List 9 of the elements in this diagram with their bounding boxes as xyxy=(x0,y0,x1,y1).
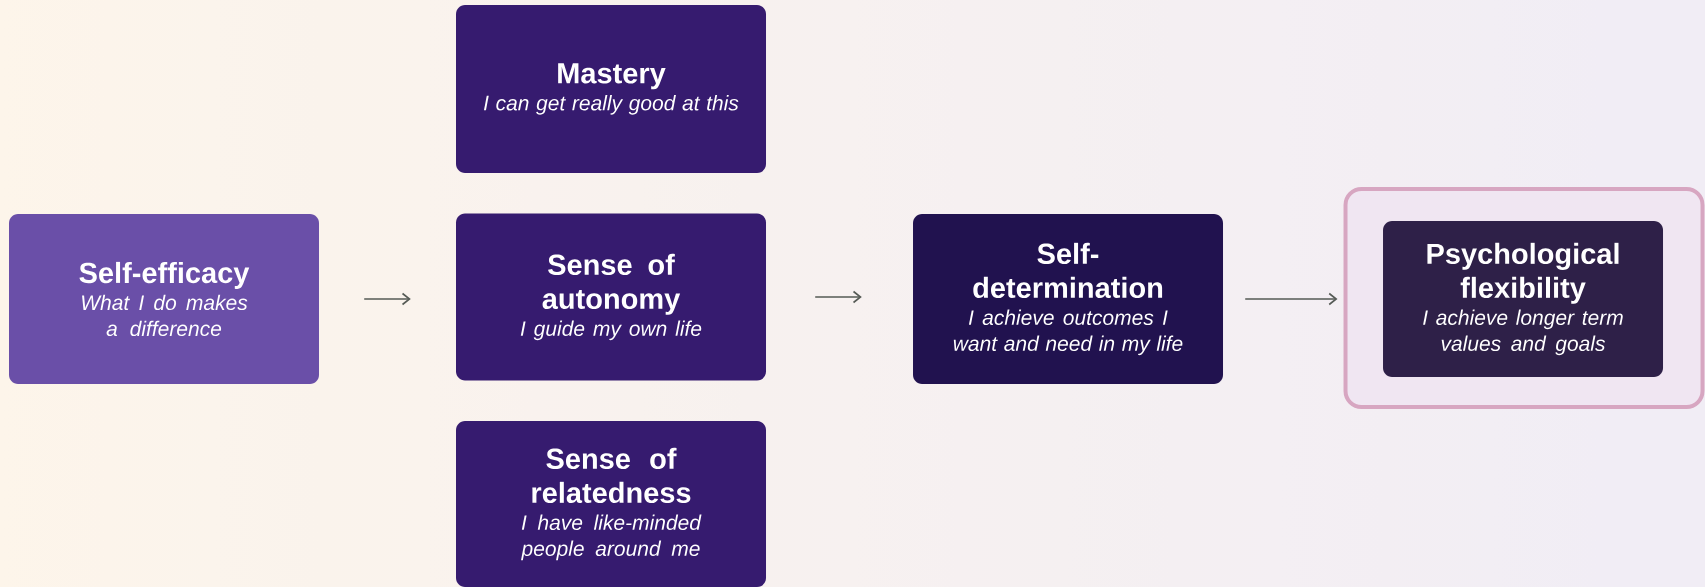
concept-box: Psychological flexibility I achieve longer term values and goals xyxy=(1383,221,1663,377)
concept-box: Self-efficacy What I do makes a difference xyxy=(9,214,319,384)
arrow xyxy=(814,290,862,304)
concept-box: Self-determination I achieve outcomes I want and need in my life xyxy=(913,214,1223,384)
concept-box: Mastery I can get really good at this xyxy=(456,5,766,173)
arrow xyxy=(363,292,411,306)
concept-box: Sense of autonomy I guide my own life xyxy=(456,213,766,381)
arrow xyxy=(1244,292,1338,306)
concept-box: Sense of relatedness I have like-minded people around me xyxy=(456,421,766,587)
